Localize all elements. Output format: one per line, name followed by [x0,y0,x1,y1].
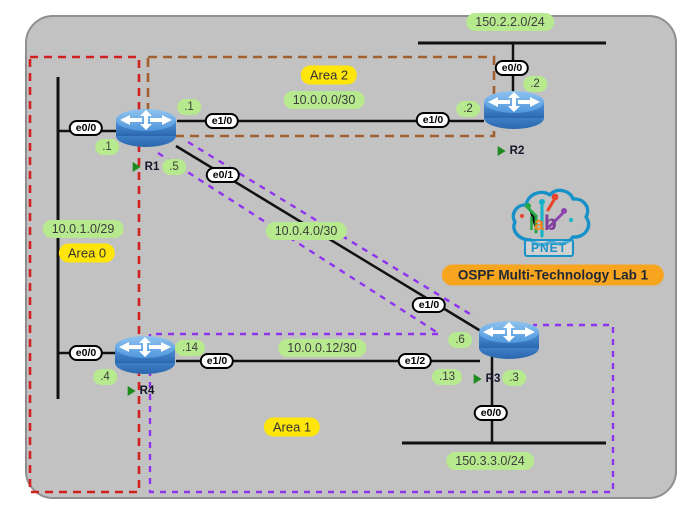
router-r3[interactable] [477,320,541,360]
area2-label: Area 2 [300,65,358,85]
router-icon [116,109,176,147]
logo-lab-text: lab [529,212,557,235]
router-icon [484,91,544,129]
net-label-r2-lan: 150.2.2.0/24 [466,13,554,31]
net-label-core-lan: 10.0.1.0/29 [42,220,124,238]
if-r4-e0-0: e0/0 [68,345,104,361]
net-label-r1-r2: 10.0.0.0/30 [283,91,365,109]
if-r3-e0-0: e0/0 [473,405,509,421]
router-icon [479,321,539,359]
router-r4-name[interactable]: R4 [127,385,155,397]
router-r2-name[interactable]: R2 [497,145,525,157]
router-r3-name[interactable]: R3 [473,373,501,385]
router-marker-icon [127,386,136,396]
if-r1-e0-1: e0/1 [205,167,241,183]
router-r4[interactable] [113,335,177,375]
router-r1-name[interactable]: R1 [132,161,160,173]
router-name-text: R4 [139,385,155,397]
ip-r1-to-r2: .1 [177,99,201,115]
router-r2[interactable] [482,90,546,130]
if-r2-e1-0: e1/0 [415,112,451,128]
ip-r3-lan: .3 [502,370,526,386]
lab-title-banner: OSPF Multi-Technology Lab 1 [441,264,665,286]
if-r4-e1-0: e1/0 [199,353,235,369]
router-marker-icon [473,374,482,384]
ip-r3-to-r4: .13 [432,369,462,385]
router-name-text: R3 [485,373,501,385]
ip-r2-to-r1: .2 [456,101,480,117]
router-icon [115,336,175,374]
net-label-r4-r3: 10.0.0.12/30 [278,339,366,357]
ip-r2-lan: .2 [523,76,547,92]
area1-label: Area 1 [263,417,321,437]
logo-cloud-icon [511,188,591,247]
router-name-text: R2 [509,145,525,157]
net-label-r3-lan: 150.3.3.0/24 [446,452,534,470]
ip-r4-to-r3: .14 [175,340,205,356]
area0-label: Area 0 [58,243,116,263]
if-r2-e0-0: e0/0 [494,60,530,76]
ip-r1-to-r3: .5 [162,159,186,175]
if-r1-e0-0: e0/0 [68,120,104,136]
router-marker-icon [497,146,506,156]
logo-pnet-text: PNET [523,239,575,257]
ip-r3-to-r1: .6 [448,332,472,348]
router-name-text: R1 [144,161,160,173]
if-r3-e1-0: e1/0 [411,297,447,313]
ip-r4-lan: .4 [93,369,117,385]
router-r1[interactable] [114,108,178,148]
if-r3-e1-2: e1/2 [397,353,433,369]
if-r1-e1-0: e1/0 [204,113,240,129]
pnet-lab-logo: lab PNET [505,184,597,268]
ip-r1-lan: .1 [95,139,119,155]
router-marker-icon [132,162,141,172]
net-label-r1-r3: 10.0.4.0/30 [265,222,347,240]
